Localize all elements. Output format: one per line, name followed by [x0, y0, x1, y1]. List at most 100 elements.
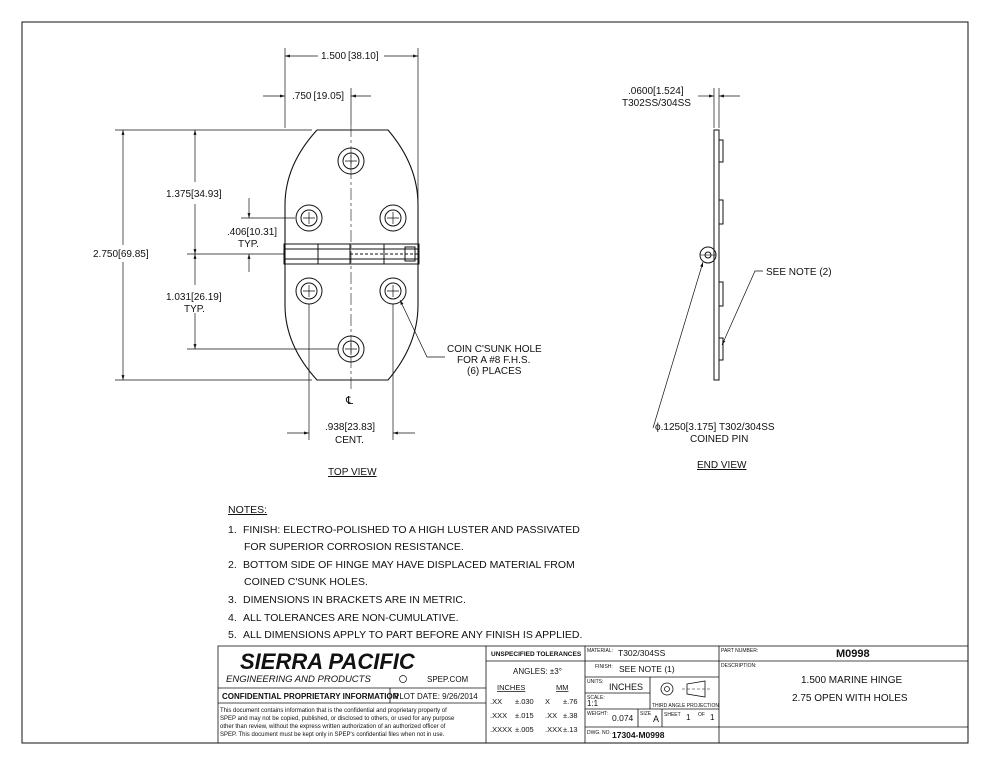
units-label: UNITS: [587, 679, 603, 685]
weight-label: WEIGHT: [587, 711, 608, 717]
sheet-value: 1 [686, 713, 691, 722]
hinge-knuckle [283, 243, 420, 265]
hinge-outline [284, 129, 419, 381]
note-text: ALL DIMENSIONS APPLY TO PART BEFORE ANY … [243, 629, 583, 642]
pin-label: COINED PIN [690, 434, 748, 445]
tolerances-inches-head: INCHES [497, 683, 525, 692]
title-block [217, 645, 969, 744]
part-number: M0998 [836, 648, 870, 660]
note-text: FINISH: ELECTRO-POLISHED TO A HIGH LUSTE… [243, 523, 580, 536]
note-text-continued: COINED C'SUNK HOLES. [244, 576, 368, 589]
top-view: 1.500[38.10] .750[19.05] 2.750[69.85] 1.… [93, 48, 542, 478]
plot-date: PLOT DATE: 9/26/2014 [394, 692, 478, 701]
hole [379, 277, 407, 305]
tol-in-value: ±.030 [515, 697, 534, 706]
dim-upper-hole [187, 130, 284, 255]
projection-label: THIRD ANGLE PROJECTION [652, 703, 719, 709]
finish-value: SEE NOTE (1) [619, 664, 675, 674]
dim-thickness [698, 88, 740, 128]
end-view-label: END VIEW [697, 460, 747, 471]
company-name: SIERRA PACIFIC [240, 649, 416, 674]
note-item: 5. ALL DIMENSIONS APPLY TO PART BEFORE AN… [228, 627, 608, 645]
tol-in-format: .XXX [490, 711, 507, 720]
tol-mm-format: .XX [545, 711, 557, 720]
tolerances-title: UNSPECIFIED TOLERANCES [491, 651, 582, 658]
part-number-label: PART NUMBER: [721, 648, 758, 654]
sheet-label: SHEET [664, 712, 681, 718]
end-view: .0600[1.524] T302SS/304SS SEE NOTE (2) ϕ… [622, 86, 832, 471]
scale-label: SCALE: [587, 695, 605, 701]
hole [337, 147, 365, 175]
dim-lower-hole-text: 1.031[26.19] [166, 292, 222, 303]
notes-title: NOTES: [228, 504, 268, 516]
dim-thickness-material: T302SS/304SS [622, 98, 691, 109]
finish-label: FINISH: [595, 664, 613, 670]
hole [295, 277, 323, 305]
hole-callout-line1: COIN C'SUNK HOLE [447, 344, 542, 355]
dim-overall-length [115, 129, 312, 381]
dim-side-hole-typ: TYP. [238, 239, 259, 250]
description-label: DESCRIPTION: [721, 663, 757, 669]
dim-overall-width [284, 48, 419, 200]
disclaimer-line: other than review, without the express w… [220, 724, 446, 730]
dim-half-width-text: .750[19.05] [292, 91, 344, 102]
tol-mm-value: ±.76 [563, 697, 578, 706]
description-line1: 1.500 MARINE HINGE [801, 675, 902, 686]
disclaimer-line: This document contains information that … [220, 708, 447, 714]
disclaimer-line: SPEP. This document must be kept only in… [220, 732, 445, 738]
top-view-label: TOP VIEW [328, 467, 377, 478]
confidential-label: CONFIDENTIAL PROPRIETARY INFORMATION [222, 692, 399, 701]
size-value: A [653, 714, 659, 724]
note-number: 4. [228, 611, 237, 624]
dim-center-label: CENT. [335, 435, 364, 446]
dim-center [287, 304, 415, 440]
tol-mm-format: .XXX [545, 725, 562, 734]
centerline-symbol: ℄ [345, 395, 353, 407]
dim-upper-hole-text: 1.375[34.93] [166, 189, 222, 200]
sheet-total: 1 [710, 713, 715, 722]
tol-mm-value: ±.38 [563, 711, 578, 720]
tol-in-value: ±.005 [515, 725, 534, 734]
dim-overall-length-text: 2.750[69.85] [93, 249, 149, 260]
tolerances-angles: ANGLES: ±3° [513, 667, 562, 676]
tol-in-format: .XX [490, 697, 502, 706]
note-item: 1. FINISH: ELECTRO-POLISHED TO A HIGH LUS… [228, 522, 608, 540]
note-number: 2. [228, 558, 237, 571]
company-subtitle: ENGINEERING AND PRODUCTS [226, 674, 371, 685]
hole [379, 204, 407, 232]
hole-callout-line2: FOR A #8 F.H.S. [457, 355, 530, 366]
note-number: 3. [228, 593, 237, 606]
note-number: 1. [228, 523, 237, 536]
dwg-number: 17304-M0998 [612, 730, 665, 740]
weight-value: 0.074 [612, 713, 634, 723]
note-item: 3. DIMENSIONS IN BRACKETS ARE IN METRIC. [228, 592, 608, 610]
pin-callout-leader [652, 261, 704, 429]
of-label: OF [698, 712, 705, 718]
dim-side-hole-text: .406[10.31] [227, 227, 277, 238]
note-text: DIMENSIONS IN BRACKETS ARE IN METRIC. [243, 593, 466, 606]
end-view-leaf [699, 129, 724, 381]
hole [295, 204, 323, 232]
units-value: INCHES [609, 682, 643, 692]
dim-lower-hole-typ: TYP. [184, 304, 205, 315]
see-note-leader [721, 270, 763, 346]
see-note-text: SEE NOTE (2) [766, 267, 832, 278]
notes-section: NOTES: 1. FINISH: ELECTRO-POLISHED TO A H… [228, 502, 608, 645]
note-item: 4.ALL TOLERANCES ARE NON-CUMULATIVE. [228, 610, 608, 628]
note-text: BOTTOM SIDE OF HINGE MAY HAVE DISPLACED … [243, 558, 575, 571]
hole-callout-line3: (6) PLACES [467, 366, 522, 377]
dim-center-text: .938[23.83] [325, 422, 375, 433]
material-label: MATERIAL: [587, 648, 613, 654]
note-item: 2. BOTTOM SIDE OF HINGE MAY HAVE DISPLACE… [228, 557, 608, 575]
description-line2: 2.75 OPEN WITH HOLES [792, 693, 908, 704]
material-value: T302/304SS [618, 648, 666, 658]
note-number: 5. [228, 629, 237, 642]
tol-mm-format: X [545, 697, 550, 706]
tol-in-value: ±.015 [515, 711, 534, 720]
note-text-continued: FOR SUPERIOR CORROSION RESISTANCE. [244, 541, 464, 554]
tol-mm-value: ±.13 [563, 725, 578, 734]
dim-lower-hole [187, 253, 338, 350]
size-label: SIZE [640, 711, 652, 717]
scale-value: 1:1 [587, 699, 599, 708]
